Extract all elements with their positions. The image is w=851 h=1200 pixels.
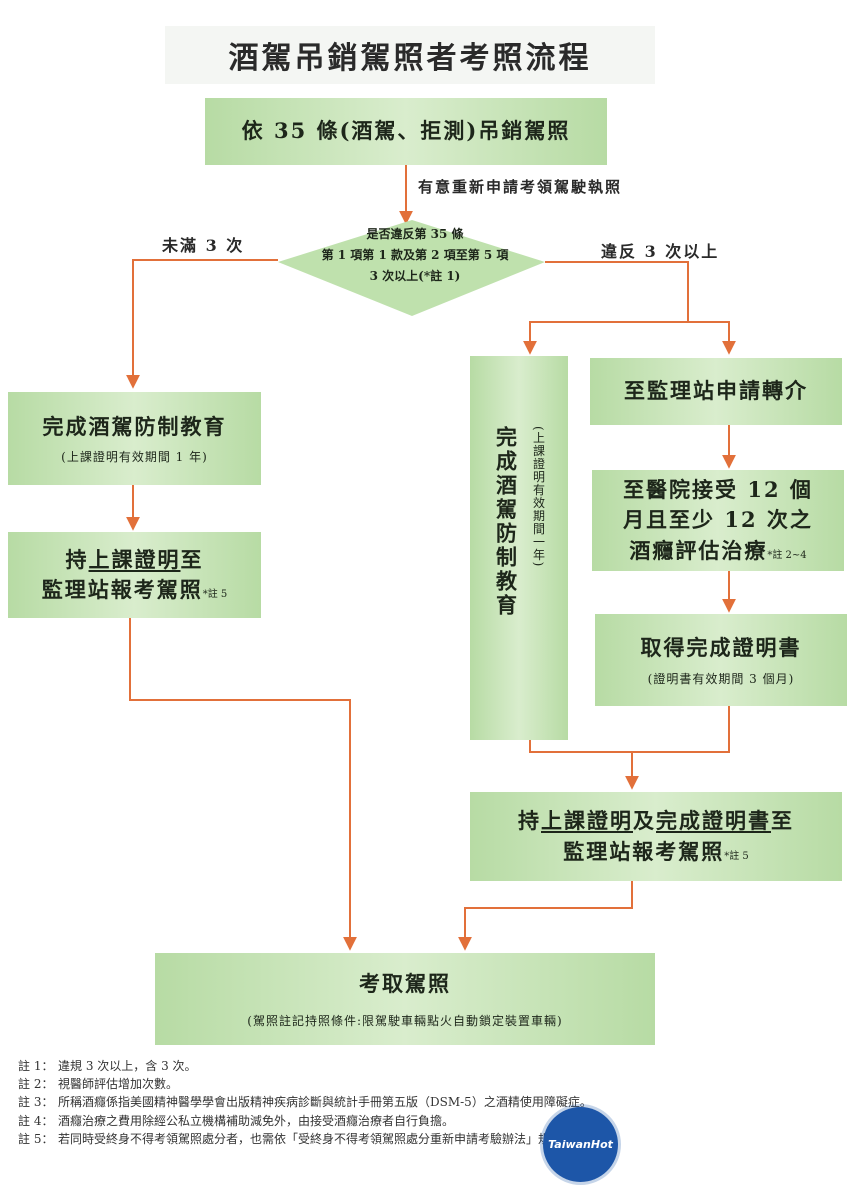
- left-education-title: 完成酒駕防制教育: [42, 413, 227, 439]
- footnote-2-text: 視醫師評估增加次數。: [58, 1077, 179, 1092]
- footnote-4-text: 酒癮治療之費用除經公私立機構補助減免外，由接受酒癮治療者自行負擔。: [58, 1113, 455, 1128]
- decision-line-1: 是否違反第 35 條: [366, 227, 464, 241]
- final-box: 考取駕照 (駕照註記持照條件:限駕駛車輛點火自動鎖定裝置車輛): [155, 953, 655, 1045]
- start-box: 依 35 條(酒駕、拒測)吊銷駕照: [205, 98, 607, 165]
- right-exam-box: 持上課證明及完成證明書至 監理站報考駕照*註 5: [470, 792, 842, 881]
- certificate-validity: (證明書有效期間 3 個月): [647, 671, 795, 686]
- left-exam-post: 至: [180, 546, 204, 572]
- right-exam-course-cert: 上課證明: [541, 808, 633, 834]
- start-text: 依 35 條(酒駕、拒測)吊銷駕照: [241, 118, 571, 144]
- watermark-text: TaiwanHot: [548, 1138, 613, 1151]
- left-education-validity: (上課證明有效期間 1 年): [61, 450, 208, 465]
- hospital-line-2: 月且至少 12 次之: [623, 507, 813, 533]
- left-exam-note: *註 5: [202, 589, 228, 600]
- left-exam-pre: 持: [65, 546, 89, 572]
- footnote-1: 註 1： 違規 3 次以上，含 3 次。: [18, 1058, 818, 1074]
- left-exam-course-cert: 上課證明: [88, 546, 181, 572]
- arrow-split-left: [523, 321, 688, 355]
- hospital-line-3: 酒癮評估治療*註 2~4: [629, 536, 806, 566]
- right-education-box: 完成酒駕防制教育 (上課證明有效期間一年): [470, 356, 568, 740]
- footnotes: 註 1： 違規 3 次以上，含 3 次。 註 2： 視醫師評估增加次數。 註 3： 所…: [18, 1058, 818, 1149]
- reapply-label: 有意重新申請考領駕駛執照: [418, 178, 623, 196]
- arrow-right-edu-down: [529, 740, 632, 753]
- referral-box: 至監理站申請轉介: [590, 358, 842, 425]
- right-exam-post: 至: [771, 808, 794, 834]
- referral-text: 至監理站申請轉介: [624, 378, 808, 404]
- page-title: 酒駕吊銷駕照者考照流程: [165, 26, 655, 84]
- right-exam-note: *註 5: [724, 850, 749, 862]
- footnote-2: 註 2： 視醫師評估增加次數。: [18, 1076, 818, 1092]
- footnote-5-key: 註 5：: [18, 1131, 54, 1146]
- hospital-note: *註 2~4: [767, 549, 807, 561]
- arrow-decision-right: [545, 261, 689, 322]
- right-exam-completion-cert: 完成證明書: [656, 808, 771, 834]
- watermark-logo: TaiwanHot: [543, 1107, 618, 1182]
- footnote-4-key: 註 4：: [18, 1113, 54, 1128]
- right-exam-line-2: 監理站報考駕照*註 5: [563, 837, 749, 867]
- final-title: 考取駕照: [359, 971, 451, 997]
- arrow-decision-left: [126, 259, 278, 389]
- footnote-3: 註 3： 所稱酒癮係指美國精神醫學學會出版精神疾病診斷與統計手冊第五版（DSM-5…: [18, 1094, 818, 1110]
- right-education-title: 完成酒駕防制教育: [493, 426, 519, 618]
- arrow-right-exam-to-final: [458, 881, 633, 951]
- certificate-title: 取得完成證明書: [640, 635, 802, 661]
- footnote-5: 註 5： 若同時受終身不得考領駕照處分者，也需依「受終身不得考領駕照處分重新申請考…: [18, 1131, 818, 1147]
- right-education-validity: (上課證明有效期間一年): [531, 426, 546, 568]
- hospital-box: 至醫院接受 12 個 月且至少 12 次之 酒癮評估治療*註 2~4: [592, 470, 844, 571]
- left-exam-line-2: 監理站報考駕照*註 5: [42, 575, 228, 605]
- footnote-4: 註 4： 酒癮治療之費用除經公私立機構補助減免外，由接受酒癮治療者自行負擔。: [18, 1113, 818, 1129]
- footnote-3-text: 所稱酒癮係指美國精神醫學學會出版精神疾病診斷與統計手冊第五版（DSM-5）之酒精…: [58, 1095, 592, 1110]
- over3-label: 違反 3 次以上: [601, 242, 720, 261]
- decision-line-3: 3 次以上(*註 1): [369, 269, 461, 283]
- footnote-5-text: 若同時受終身不得考領駕照處分者，也需依「受終身不得考領駕照處分重新申請考驗辦法」…: [58, 1131, 623, 1146]
- footnote-2-key: 註 2：: [18, 1077, 54, 1092]
- under3-label: 未滿 3 次: [162, 236, 245, 255]
- decision-text: 是否違反第 35 條 第 1 項第 1 款及第 2 項至第 5 項 3 次以上(…: [290, 224, 540, 287]
- footnote-3-key: 註 3：: [18, 1095, 54, 1110]
- left-education-box: 完成酒駕防制教育 (上課證明有效期間 1 年): [8, 392, 261, 485]
- left-exam-station: 監理站報考駕照: [41, 577, 203, 602]
- footnote-1-key: 註 1：: [18, 1059, 54, 1073]
- arrow-certificate-down: [632, 706, 730, 753]
- arrow-left-exam-to-final: [129, 618, 357, 951]
- final-condition: (駕照註記持照條件:限駕駛車輛點火自動鎖定裝置車輛): [247, 1013, 563, 1028]
- hospital-treatment: 酒癮評估治療: [629, 537, 768, 563]
- decision-line-2: 第 1 項第 1 款及第 2 項至第 5 項: [321, 248, 509, 262]
- arrow-split-right: [688, 321, 736, 355]
- hospital-line-1: 至醫院接受 12 個: [623, 476, 813, 502]
- right-exam-station: 監理站報考駕照: [563, 838, 725, 864]
- right-exam-pre: 持: [518, 808, 541, 834]
- left-exam-box: 持上課證明至 監理站報考駕照*註 5: [8, 532, 261, 618]
- footnote-1-text: 違規 3 次以上，含 3 次。: [58, 1059, 197, 1073]
- right-exam-line-1: 持上課證明及完成證明書至: [518, 806, 794, 836]
- decision-diamond: [278, 220, 545, 316]
- certificate-box: 取得完成證明書 (證明書有效期間 3 個月): [595, 614, 847, 706]
- left-exam-line-1: 持上課證明至: [66, 545, 204, 575]
- right-exam-and: 及: [633, 808, 656, 834]
